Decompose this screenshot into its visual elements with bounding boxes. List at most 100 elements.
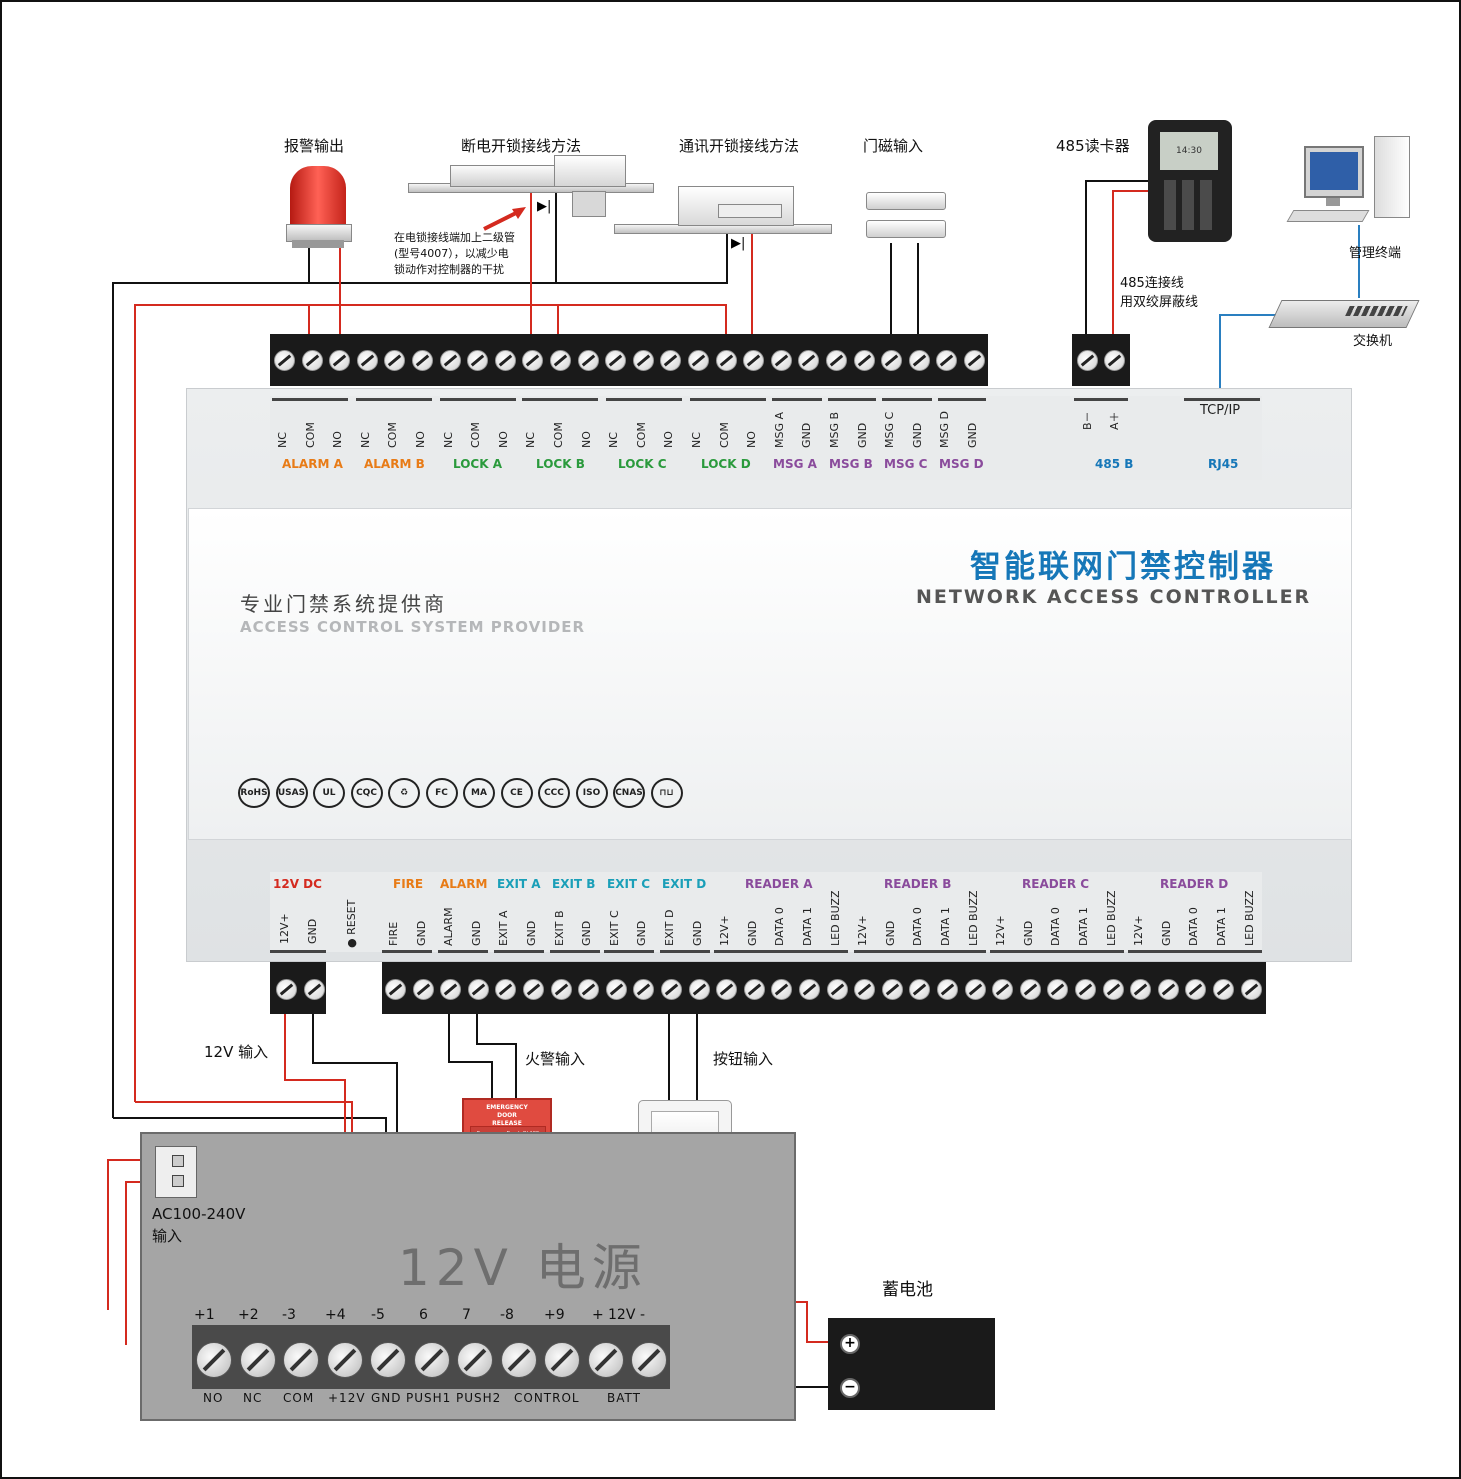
psu-terminal-screw[interactable] bbox=[587, 1342, 624, 1378]
psu-terminal-screw[interactable] bbox=[370, 1342, 406, 1378]
door-sensor-label: 门磁输入 bbox=[863, 137, 924, 155]
bottom-pin-label: DATA 0 bbox=[1187, 907, 1201, 946]
top-terminal-screw[interactable] bbox=[494, 350, 516, 371]
top-terminal-screw[interactable] bbox=[550, 350, 571, 371]
top-group-label: MSG A bbox=[773, 457, 817, 471]
top-terminal-screw[interactable] bbox=[770, 350, 792, 371]
bottom-terminal-screw[interactable] bbox=[578, 979, 600, 1000]
bottom-terminal-screw[interactable] bbox=[771, 979, 793, 1000]
wire-485-a bbox=[1112, 190, 1150, 358]
top-terminal-screw[interactable] bbox=[329, 350, 351, 371]
top-pin-label: COM bbox=[552, 422, 565, 448]
top-terminal-screw[interactable] bbox=[356, 350, 378, 371]
bottom-pin-label: GND bbox=[690, 920, 704, 946]
top-terminal-screw[interactable] bbox=[826, 350, 847, 371]
top-group-label: LOCK D bbox=[701, 457, 751, 471]
psu-terminal-screw[interactable] bbox=[413, 1342, 450, 1378]
top-terminal-screw[interactable] bbox=[577, 350, 599, 371]
bottom-terminal-screw[interactable] bbox=[881, 979, 903, 1000]
bottom-terminal-screw[interactable] bbox=[743, 979, 765, 1000]
bottom-terminal-screw[interactable] bbox=[937, 979, 958, 1000]
bottom-terminal-screw[interactable] bbox=[1213, 979, 1234, 1000]
bottom-terminal-screw[interactable] bbox=[688, 979, 710, 1000]
bottom-terminal-screw[interactable] bbox=[440, 979, 462, 1000]
bottom-terminal-screw[interactable] bbox=[964, 979, 986, 1000]
power-pin-label: 12V+ bbox=[278, 913, 291, 944]
top-terminal-screw[interactable] bbox=[605, 350, 627, 371]
bottom-terminal-screw[interactable] bbox=[1240, 979, 1262, 1000]
psu-terminal-label: CONTROL bbox=[514, 1391, 580, 1405]
bottom-terminal-screw[interactable] bbox=[992, 979, 1014, 1000]
psu-terminal-screw[interactable] bbox=[631, 1342, 667, 1378]
bottom-terminal-screw[interactable] bbox=[716, 979, 738, 1000]
top-terminal-screw[interactable] bbox=[881, 350, 903, 371]
bottom-pin-label: FIRE bbox=[387, 921, 400, 946]
psu-terminal-screw[interactable] bbox=[239, 1342, 276, 1378]
bottom-terminal-screw[interactable] bbox=[1047, 979, 1069, 1000]
bottom-terminal-screw[interactable] bbox=[799, 979, 820, 1000]
power-on-lock-label: 通讯开锁接线方法 bbox=[679, 137, 800, 155]
top-terminal-screw[interactable] bbox=[660, 350, 682, 371]
top-terminal-screw[interactable] bbox=[467, 350, 489, 371]
top-terminal-screw[interactable] bbox=[301, 350, 323, 371]
bottom-terminal-screw[interactable] bbox=[1130, 979, 1152, 1000]
bottom-terminal-screw[interactable] bbox=[1019, 979, 1041, 1000]
psu-terminal-screw[interactable] bbox=[457, 1342, 493, 1378]
rs485-terminal-screw[interactable] bbox=[1104, 350, 1125, 371]
bottom-terminal-screw[interactable] bbox=[854, 979, 876, 1000]
psu-terminal-screw[interactable] bbox=[326, 1342, 363, 1378]
bottom-terminal-screw[interactable] bbox=[495, 979, 517, 1000]
top-group-label: LOCK C bbox=[618, 457, 667, 471]
top-terminal-screw[interactable] bbox=[274, 350, 295, 371]
rs485-terminal-screw[interactable] bbox=[1077, 350, 1098, 371]
top-terminal-screw[interactable] bbox=[743, 350, 765, 371]
bottom-pin-label: GND bbox=[1159, 920, 1173, 946]
bottom-pin-label: LED BUZZ bbox=[828, 890, 842, 946]
psu-terminal-screw[interactable] bbox=[544, 1342, 580, 1378]
bottom-terminal-screw[interactable] bbox=[1102, 979, 1124, 1000]
bottom-pin-label: 12V+ bbox=[856, 915, 870, 946]
top-terminal-screw[interactable] bbox=[412, 350, 433, 371]
top-terminal-screw[interactable] bbox=[522, 350, 544, 371]
top-terminal-screw[interactable] bbox=[688, 350, 709, 371]
psu-terminal-screw[interactable] bbox=[283, 1342, 319, 1378]
top-separator bbox=[356, 398, 432, 401]
bottom-group-label: EXIT C bbox=[607, 877, 651, 891]
bottom-terminal-screw[interactable] bbox=[412, 979, 434, 1000]
top-terminal-screw[interactable] bbox=[798, 350, 820, 371]
top-terminal-screw[interactable] bbox=[936, 350, 958, 371]
diode-icon-2: ▶| bbox=[731, 236, 746, 251]
bottom-terminal-screw[interactable] bbox=[523, 979, 544, 1000]
top-terminal-screw[interactable] bbox=[853, 350, 875, 371]
bottom-pin-label: EXIT B bbox=[552, 910, 566, 947]
bottom-terminal-screw[interactable] bbox=[661, 979, 682, 1000]
battery-minus-terminal: − bbox=[840, 1378, 860, 1398]
bottom-terminal-screw[interactable] bbox=[826, 979, 848, 1000]
bottom-terminal-screw[interactable] bbox=[605, 979, 627, 1000]
top-terminal-screw[interactable] bbox=[439, 350, 461, 371]
power-terminal-screw[interactable] bbox=[276, 979, 297, 1000]
bottom-separator bbox=[270, 950, 326, 953]
bottom-terminal-screw[interactable] bbox=[1075, 979, 1096, 1000]
iso-mark-icon: ISO bbox=[575, 778, 608, 808]
bottom-terminal-screw[interactable] bbox=[909, 979, 931, 1000]
bottom-terminal-screw[interactable] bbox=[467, 979, 489, 1000]
bottom-terminal-screw[interactable] bbox=[385, 979, 406, 1000]
wire-fire-1 bbox=[448, 988, 493, 1100]
top-terminal-screw[interactable] bbox=[715, 350, 737, 371]
top-label-strip bbox=[270, 396, 1262, 480]
top-terminal-screw[interactable] bbox=[964, 350, 985, 371]
top-terminal-screw[interactable] bbox=[632, 350, 654, 371]
top-terminal-screw[interactable] bbox=[384, 350, 406, 371]
bottom-terminal-screw[interactable] bbox=[1185, 979, 1207, 1000]
top-terminal-screw[interactable] bbox=[908, 350, 930, 371]
bottom-terminal-screw[interactable] bbox=[1157, 979, 1179, 1000]
psu-terminal-screw[interactable] bbox=[196, 1342, 232, 1378]
wire-red-lock-plus bbox=[134, 304, 727, 1102]
rs485-pin-label: B－ bbox=[1081, 411, 1094, 430]
bottom-terminal-screw[interactable] bbox=[550, 979, 572, 1000]
psu-terminal-screw[interactable] bbox=[500, 1342, 537, 1378]
alarm-output-label: 报警输出 bbox=[284, 137, 345, 155]
power-terminal-screw[interactable] bbox=[304, 979, 325, 1000]
bottom-terminal-screw[interactable] bbox=[633, 979, 655, 1000]
